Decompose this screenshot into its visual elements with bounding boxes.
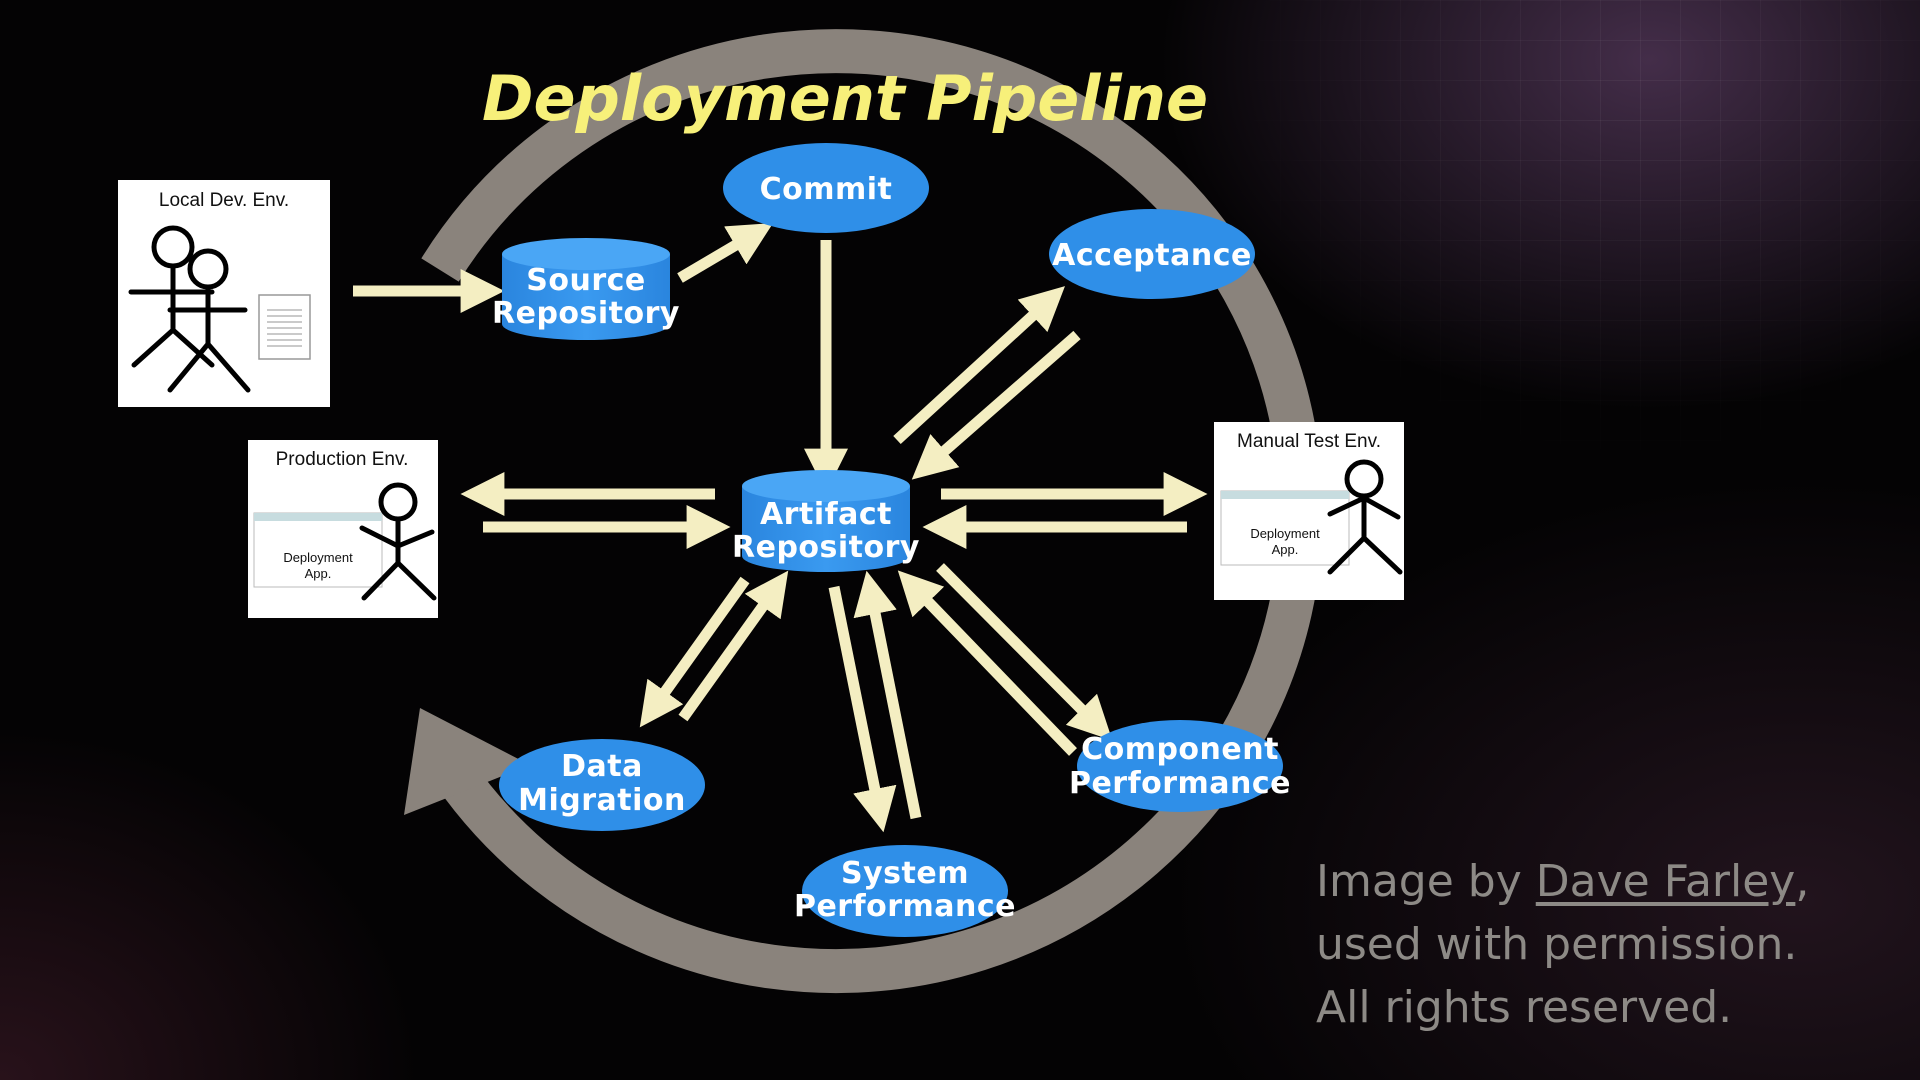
- diagram-title: Deployment Pipeline: [482, 62, 1208, 135]
- component-performance-line1: Component: [1081, 732, 1279, 767]
- source-to-commit-arrow: [677, 223, 774, 283]
- artifact-to-component-performance-arrow: [936, 563, 1113, 741]
- image-credit: Image by Dave Farley, used with permissi…: [1316, 850, 1809, 1039]
- source-repository-node: Source Repository: [492, 238, 680, 340]
- system-performance-node: System Performance: [794, 845, 1016, 937]
- system-performance-line2: Performance: [794, 889, 1016, 924]
- tester-icon: [1327, 459, 1403, 575]
- artifact-repository-line1: Artifact: [760, 497, 892, 532]
- credit-line-3: All rights reserved.: [1316, 982, 1733, 1033]
- data-migration-to-artifact-arrow: [678, 570, 789, 722]
- source-repository-line1: Source: [526, 263, 646, 298]
- credit-prefix: Image by: [1316, 856, 1536, 907]
- system-performance-to-artifact-arrow: [853, 570, 922, 820]
- credit-line-2: used with permission.: [1316, 919, 1798, 970]
- production-env-label: Production Env.: [276, 449, 409, 470]
- connector-arrows: [353, 223, 1208, 833]
- acceptance-label: Acceptance: [1052, 238, 1252, 273]
- commit-label: Commit: [760, 172, 893, 207]
- credit-suffix: ,: [1795, 856, 1810, 907]
- component-performance-node: Component Performance: [1069, 720, 1291, 812]
- artifact-repository-node: Artifact Repository: [732, 470, 920, 572]
- data-migration-line2: Migration: [518, 783, 686, 818]
- data-migration-node: Data Migration: [499, 739, 705, 831]
- manual-test-deployment-app-line2: App.: [1272, 542, 1299, 557]
- artifact-repository-line2: Repository: [732, 530, 920, 565]
- data-migration-line1: Data: [561, 749, 643, 784]
- acceptance-to-artifact-arrow: [911, 330, 1081, 480]
- acceptance-node: Acceptance: [1049, 209, 1255, 299]
- artifact-to-data-migration-arrow: [639, 576, 750, 728]
- commit-node: Commit: [723, 143, 929, 233]
- manual-test-env-label: Manual Test Env.: [1237, 431, 1381, 452]
- credit-author-link[interactable]: Dave Farley: [1535, 856, 1796, 907]
- source-repository-line2: Repository: [492, 296, 680, 331]
- document-icon: [258, 294, 311, 360]
- component-performance-to-artifact-arrow: [897, 570, 1077, 756]
- system-performance-line1: System: [841, 856, 969, 891]
- manual-test-env-box: Manual Test Env. Deployment App.: [1214, 422, 1404, 600]
- credit-line-1: Image by Dave Farley,: [1316, 850, 1809, 913]
- artifact-to-acceptance-arrow: [893, 286, 1065, 445]
- background-grid: [1200, 0, 1920, 500]
- operator-icon: [359, 482, 437, 601]
- component-performance-line2: Performance: [1069, 766, 1291, 801]
- production-deployment-app-line1: Deployment: [283, 550, 353, 565]
- production-env-box: Production Env. Deployment App.: [248, 440, 438, 618]
- production-deployment-app-line2: App.: [305, 566, 332, 581]
- artifact-to-system-performance-arrow: [828, 585, 897, 833]
- manual-test-deployment-app-line1: Deployment: [1250, 526, 1320, 541]
- local-dev-env-box: Local Dev. Env.: [118, 180, 330, 407]
- developer-pair-icon: [128, 225, 251, 393]
- local-dev-env-label: Local Dev. Env.: [159, 190, 289, 211]
